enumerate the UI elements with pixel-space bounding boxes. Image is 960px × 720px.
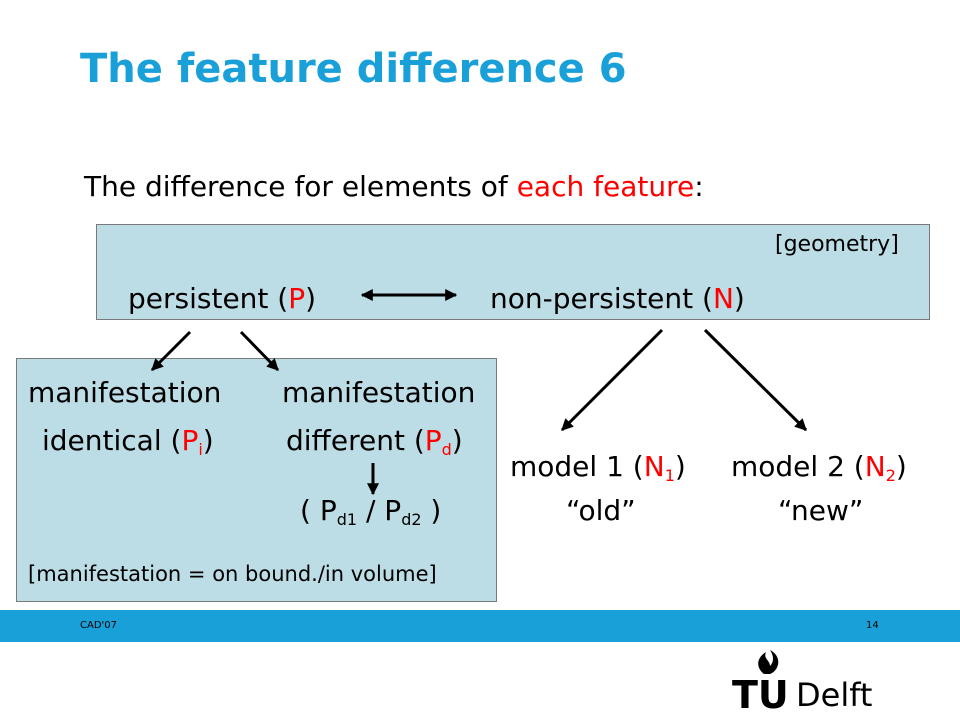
geometry-box	[96, 224, 930, 320]
intro-after: :	[694, 170, 704, 203]
model1-letter-main: N	[643, 450, 665, 483]
footer-bar	[0, 610, 960, 642]
model1-text: model 1 (	[510, 450, 644, 483]
manif1-line1: manifestation	[28, 376, 222, 409]
model2-sub: 2	[885, 466, 896, 485]
flame-icon	[758, 650, 779, 674]
pd-split: ( Pd1 / Pd2 )	[300, 494, 442, 529]
intro-before: The difference for elements of	[84, 170, 517, 203]
manif2-sub: d	[441, 440, 452, 459]
tudelft-logo: TU Delft	[732, 650, 872, 712]
manif2-close: )	[451, 424, 463, 457]
manif2-line2: different (Pd)	[286, 424, 463, 459]
manif1-letter: Pi	[181, 424, 203, 459]
model2-letter-main: N	[864, 450, 886, 483]
manif2-letter-main: P	[424, 424, 442, 457]
intro-highlight: each feature	[516, 170, 695, 203]
manifestation-box	[16, 358, 497, 602]
pd-mid: / P	[357, 494, 402, 527]
logo-delft: Delft	[796, 676, 872, 712]
arrow-to-identical	[150, 330, 192, 372]
model2-label: model 2 (N2)	[731, 450, 907, 485]
manif2-line1: manifestation	[282, 376, 476, 409]
nonpersistent-close: )	[733, 282, 745, 315]
persistent-label: persistent (P)	[128, 282, 316, 315]
manif2-letter: Pd	[424, 424, 452, 459]
model1-close: )	[674, 450, 686, 483]
manifestation-note: [manifestation = on bound./in volume]	[28, 562, 437, 586]
persistent-close: )	[305, 282, 317, 315]
arrow-to-different	[239, 330, 280, 372]
model1-sub: 1	[664, 466, 675, 485]
arrow-to-model2	[703, 328, 808, 432]
nonpersistent-label: non-persistent (N)	[490, 282, 745, 315]
geometry-label: [geometry]	[775, 232, 899, 257]
manif1-close: )	[202, 424, 214, 457]
pd-sub1: d1	[336, 510, 358, 529]
intro-text: The difference for elements of each feat…	[84, 170, 704, 203]
model2-text: model 2 (	[731, 450, 865, 483]
pd-open: ( P	[300, 494, 337, 527]
pd-sub2: d2	[401, 510, 422, 529]
manif1-text: identical (	[42, 424, 182, 457]
arrow-to-model1	[560, 328, 664, 432]
manif1-letter-main: P	[181, 424, 199, 457]
slide-title: The feature difference 6	[80, 46, 627, 92]
model2-quote: “new”	[778, 494, 864, 527]
manif1-sub: i	[198, 440, 203, 459]
model1-letter: N1	[643, 450, 675, 485]
footer-event: CAD'07	[80, 620, 117, 631]
manif1-line2: identical (Pi)	[42, 424, 214, 459]
model1-label: model 1 (N1)	[510, 450, 686, 485]
nonpersistent-text: non-persistent (	[490, 282, 713, 315]
manif2-text: different (	[286, 424, 425, 457]
page-number: 14	[866, 620, 879, 631]
persistent-letter: P	[288, 282, 306, 315]
logo-tu: TU	[732, 673, 789, 712]
nonpersistent-letter: N	[712, 282, 734, 315]
model1-quote: “old”	[566, 494, 636, 527]
pd-close: )	[421, 494, 442, 527]
persistent-text: persistent (	[128, 282, 289, 315]
model2-letter: N2	[864, 450, 896, 485]
model2-close: )	[895, 450, 907, 483]
